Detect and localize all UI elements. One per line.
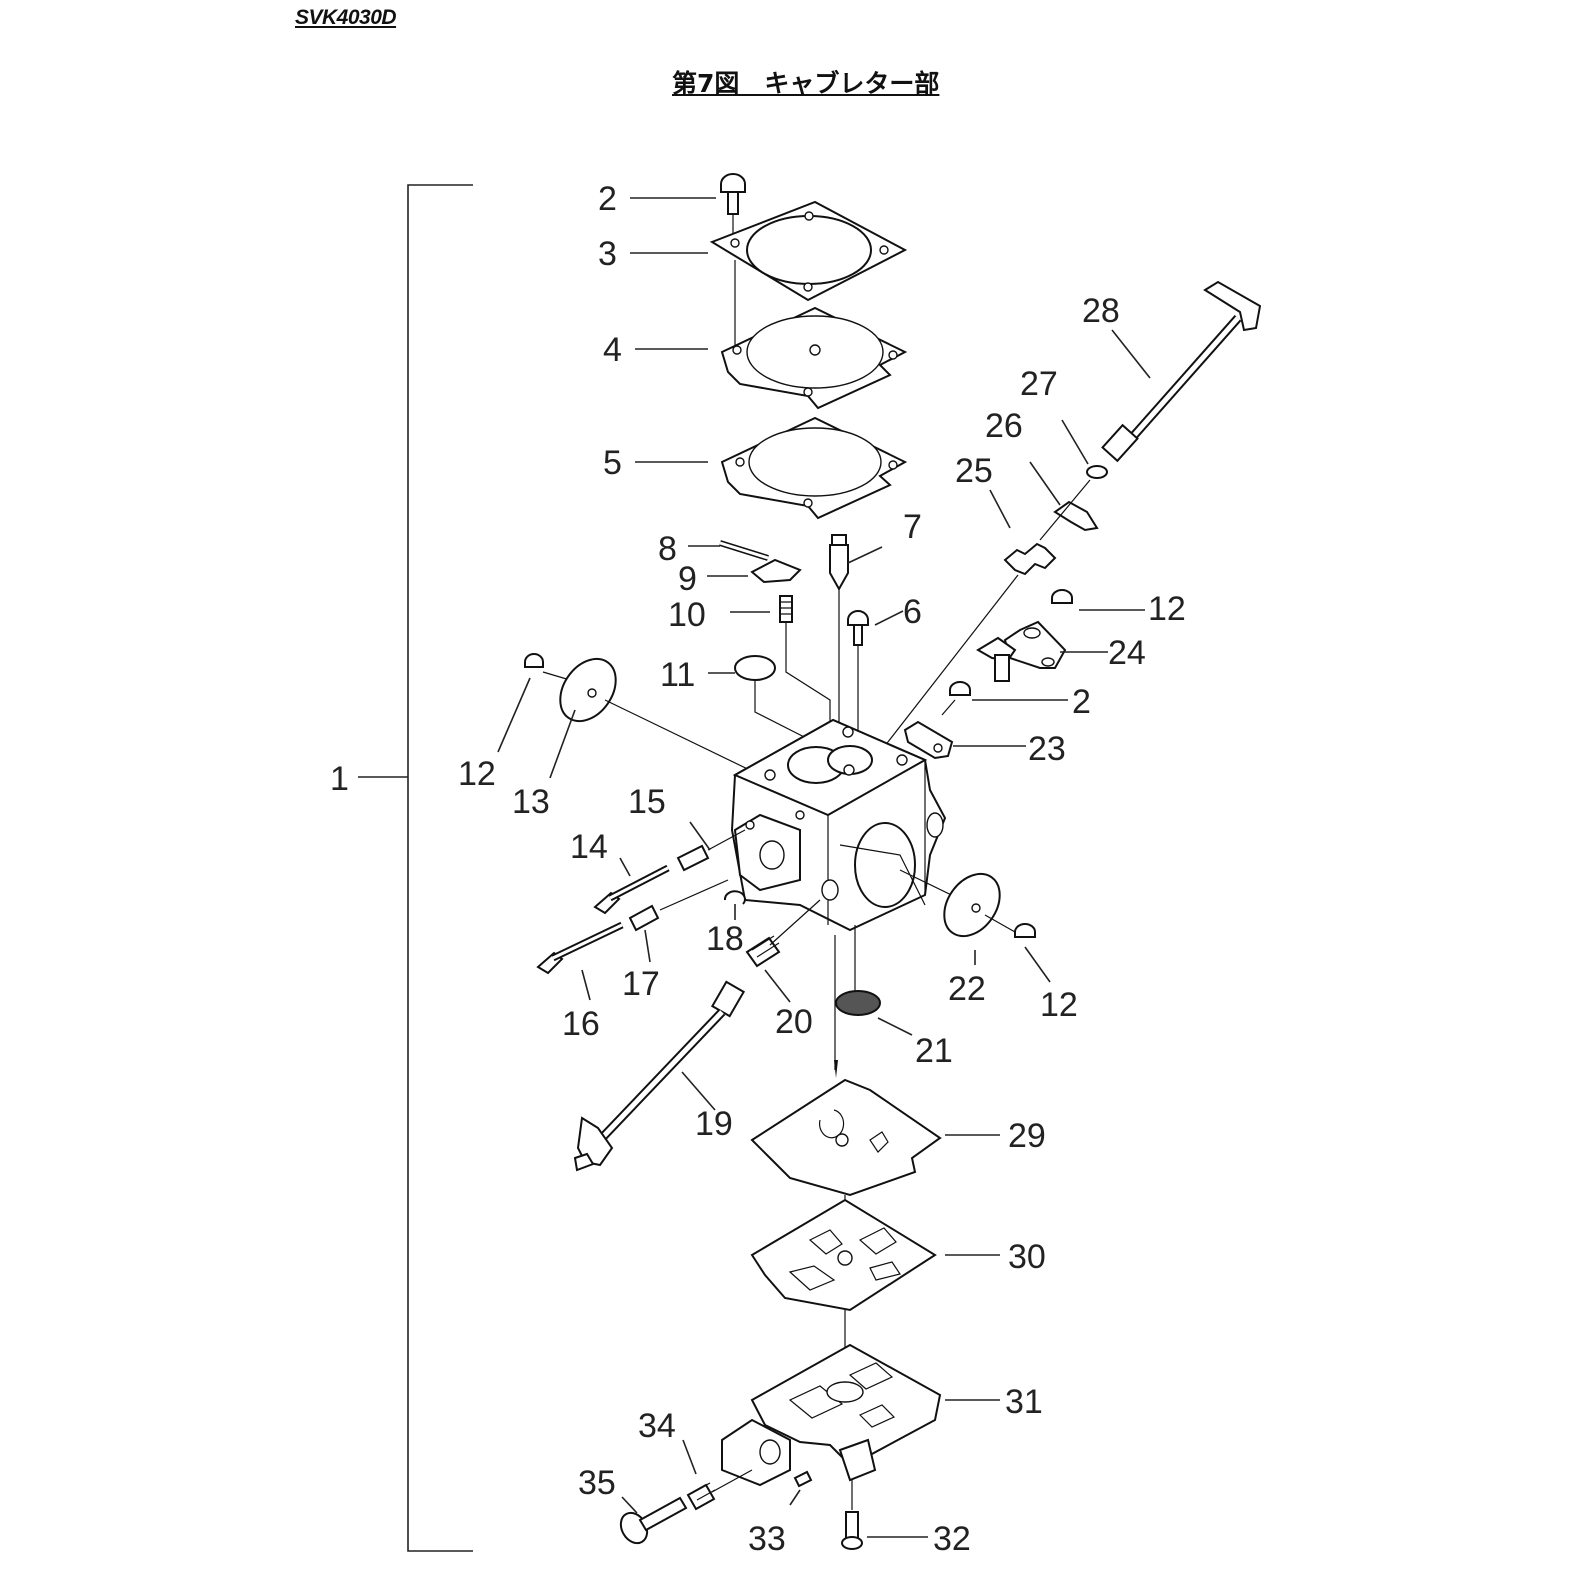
callout-24: 24 — [1108, 634, 1146, 672]
callout-20: 20 — [775, 1003, 813, 1041]
callout-18: 18 — [706, 920, 744, 958]
part-screw-top — [720, 173, 746, 250]
callout-13: 13 — [512, 783, 550, 821]
callout-25: 25 — [955, 452, 993, 490]
callout-12-right-bottom: 12 — [1040, 986, 1078, 1024]
part-diaphragm — [720, 306, 908, 410]
part-pump-body — [721, 1343, 942, 1487]
part-diaphragm-cover — [709, 200, 908, 345]
part-pump-diaphragm — [750, 1078, 942, 1212]
callout-14: 14 — [570, 828, 608, 866]
callout-6: 6 — [903, 593, 922, 631]
part-pump-gasket — [750, 1198, 937, 1350]
callout-1: 1 — [330, 760, 349, 798]
callout-21: 21 — [915, 1032, 953, 1070]
callout-27: 27 — [1020, 365, 1058, 403]
part-choke-shaft — [869, 280, 1262, 766]
assembly-bracket — [358, 184, 473, 1552]
callout-labels: 1 2 3 4 5 6 7 8 9 10 11 12 12 12 13 14 1… — [330, 180, 1186, 1558]
figure-title: 第7図 キャブレター部 — [672, 69, 940, 98]
callout-9: 9 — [678, 560, 697, 598]
callout-26: 26 — [985, 407, 1023, 445]
part-adjust-needle-low — [536, 879, 729, 975]
callout-31: 31 — [1005, 1383, 1043, 1421]
callout-7: 7 — [903, 508, 922, 546]
callout-19: 19 — [695, 1105, 733, 1143]
part-inlet-needle — [829, 534, 849, 780]
callout-2-top: 2 — [598, 180, 617, 218]
callout-5: 5 — [603, 444, 622, 482]
callout-30: 30 — [1008, 1238, 1046, 1276]
callout-3: 3 — [598, 235, 617, 273]
callout-2-right: 2 — [1072, 683, 1091, 721]
callout-16: 16 — [562, 1005, 600, 1043]
callout-35: 35 — [578, 1464, 616, 1502]
part-fuel-screen — [834, 925, 881, 1078]
callout-15: 15 — [628, 783, 666, 821]
part-welch-plug — [734, 655, 821, 746]
callout-28: 28 — [1082, 292, 1120, 330]
part-screw-right — [903, 681, 971, 760]
part-pump-screws — [619, 1469, 863, 1550]
part-throttle-plate-right — [899, 869, 1036, 938]
part-throttle-plate-left — [524, 653, 761, 776]
callout-23: 23 — [1028, 730, 1066, 768]
callout-12-right-top: 12 — [1148, 590, 1186, 628]
callout-29: 29 — [1008, 1117, 1046, 1155]
callout-12-left: 12 — [458, 755, 496, 793]
part-lever-pin — [719, 540, 802, 584]
part-e-clip — [723, 890, 746, 905]
callout-4: 4 — [603, 331, 622, 369]
part-adjust-needle-high — [593, 829, 746, 915]
callout-17: 17 — [622, 965, 660, 1003]
callout-11: 11 — [660, 656, 695, 694]
part-choke-plate — [976, 589, 1073, 682]
leader-lines — [497, 197, 1151, 1538]
part-carburetor-body — [730, 718, 947, 932]
callout-34: 34 — [638, 1407, 676, 1445]
callout-33: 33 — [748, 1520, 786, 1558]
part-throttle-shaft — [573, 899, 821, 1172]
part-gasket — [720, 416, 908, 520]
callout-8: 8 — [658, 530, 677, 568]
callout-32: 32 — [933, 1520, 971, 1558]
callout-10: 10 — [668, 596, 706, 634]
callout-22: 22 — [948, 970, 986, 1008]
model-code: SVK4030D — [295, 6, 397, 29]
